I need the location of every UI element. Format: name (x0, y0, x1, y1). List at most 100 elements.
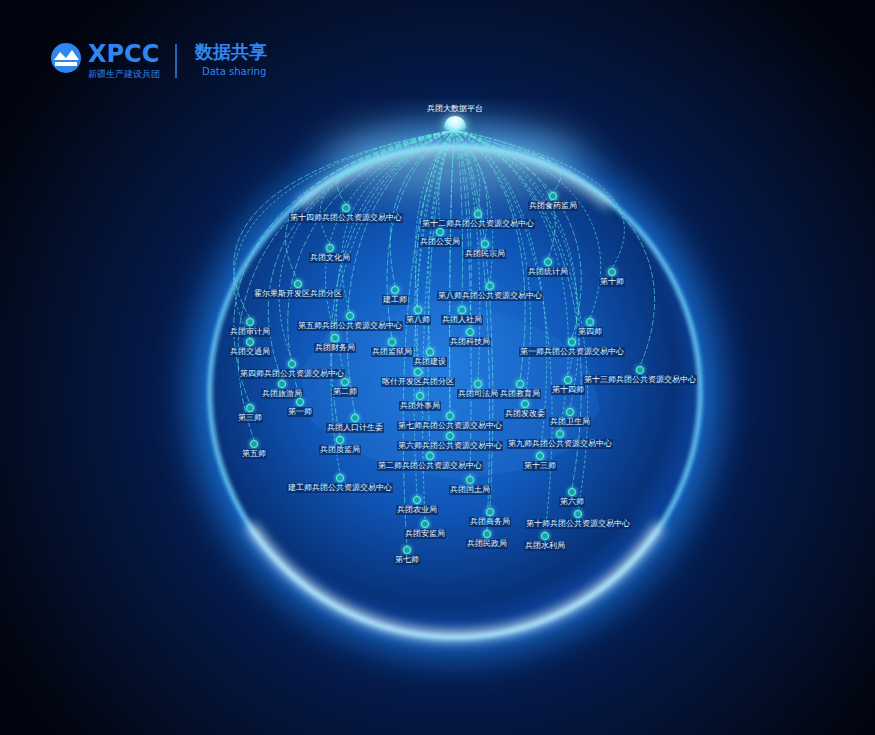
emblem-bar (55, 62, 77, 66)
unit-node: 第十三师兵团公共资源交易中心 (583, 366, 697, 385)
node-dot (414, 368, 422, 376)
node-dot (566, 408, 574, 416)
node-dot (388, 338, 396, 346)
unit-node: 兵团商务局 (469, 508, 511, 527)
unit-node: 第十师 (599, 268, 625, 287)
unit-node: 兵团文化局 (309, 244, 351, 263)
node-label: 第十师兵团公共资源交易中心 (525, 519, 631, 529)
unit-node: 兵团统计局 (527, 258, 569, 277)
data-link (455, 130, 581, 488)
node-dot (516, 380, 524, 388)
unit-node: 兵团发改委 (504, 400, 546, 419)
node-dot (586, 318, 594, 326)
node-dot (421, 520, 429, 528)
outer-glow (193, 130, 717, 654)
data-link (455, 130, 463, 306)
data-link (234, 130, 455, 404)
node-dot (544, 258, 552, 266)
node-label: 兵团外事局 (399, 401, 441, 411)
data-link (347, 130, 455, 414)
node-label: 兵团审计局 (229, 327, 271, 337)
node-label: 兵团监狱局 (371, 347, 413, 357)
node-dot (346, 312, 354, 320)
node-dot (414, 306, 422, 314)
node-label: 霍尔果斯开发区兵团分区 (253, 289, 343, 299)
node-dot (446, 432, 454, 440)
logo-text: 新疆生产建设兵团 (88, 68, 160, 81)
unit-node: 兵团水利局 (524, 532, 566, 551)
node-label: 第六师 (559, 497, 585, 507)
node-dot (336, 436, 344, 444)
node-dot (486, 282, 494, 290)
node-dot (486, 508, 494, 516)
unit-node: 兵团建设 (413, 348, 447, 367)
node-label: 第一师兵团公共资源交易中心 (519, 347, 625, 357)
unit-node: 兵团科技局 (449, 328, 491, 347)
data-link (455, 130, 581, 338)
unit-node: 第八师 (405, 306, 431, 325)
node-label: 兵团科技局 (449, 337, 491, 347)
node-label: 兵团发改委 (504, 409, 546, 419)
unit-node: 兵团安监局 (404, 520, 446, 539)
node-label: 第七师兵团公共资源交易中心 (397, 421, 503, 431)
unit-node: 第七师兵团公共资源交易中心 (397, 412, 503, 431)
node-dot (342, 204, 350, 212)
node-dot (436, 228, 444, 236)
page-title: 数据共享 (195, 40, 267, 64)
node-label: 兵团食药监局 (528, 201, 578, 211)
data-link (455, 130, 493, 282)
node-label: 第二师 (332, 387, 358, 397)
node-dot (246, 404, 254, 412)
unit-node: 第四师兵团公共资源交易中心 (239, 360, 345, 379)
node-label: 兵团公安局 (419, 237, 461, 247)
unit-node: 兵团司法局 (457, 380, 499, 399)
unit-node: 第十师兵团公共资源交易中心 (525, 510, 631, 529)
node-label: 第十三师兵团公共资源交易中心 (583, 375, 697, 385)
unit-node: 兵团财务局 (314, 334, 356, 353)
unit-node: 第九师兵团公共资源交易中心 (507, 430, 613, 449)
unit-node: 兵团民政局 (466, 530, 508, 549)
unit-node: 兵团农业局 (396, 496, 438, 515)
data-link (403, 130, 455, 546)
node-dot (246, 318, 254, 326)
node-label: 兵团交通局 (229, 347, 271, 357)
node-dot (568, 338, 576, 346)
unit-node: 兵团交通局 (229, 338, 271, 357)
node-dot (426, 348, 434, 356)
node-dot (608, 268, 616, 276)
unit-node: 建工师兵团公共资源交易中心 (287, 474, 393, 493)
data-link (387, 130, 455, 338)
unit-node: 喀什开发区兵团分区 (381, 368, 455, 387)
platform-icon (444, 116, 466, 130)
node-dot (403, 546, 411, 554)
node-label: 兵团人口计生委 (326, 423, 384, 433)
node-label: 兵团农业局 (396, 505, 438, 515)
node-dot (246, 338, 254, 346)
node-label: 第一师 (287, 407, 313, 417)
unit-node: 第十四师兵团公共资源交易中心 (289, 204, 403, 223)
node-dot (296, 398, 304, 406)
node-dot (391, 286, 399, 294)
unit-node: 第二师 (332, 378, 358, 397)
node-label: 兵团民宗局 (464, 249, 506, 259)
node-dot (481, 240, 489, 248)
unit-node: 第一师 (287, 398, 313, 417)
node-dot (541, 532, 549, 540)
unit-node: 兵团人口计生委 (326, 414, 384, 433)
node-dot (446, 412, 454, 420)
node-label: 第五师 (241, 449, 267, 459)
data-link (455, 130, 552, 532)
node-dot (536, 452, 544, 460)
node-label: 第三师 (237, 413, 263, 423)
unit-node: 第五师 (241, 440, 267, 459)
data-link (268, 130, 455, 380)
unit-node: 第二师兵团公共资源交易中心 (377, 452, 483, 471)
node-label: 第八师兵团公共资源交易中心 (437, 291, 543, 301)
logo-text: XPCC (88, 40, 159, 68)
node-label: 兵团旅游局 (261, 389, 303, 399)
node-dot (466, 476, 474, 484)
node-dot (336, 474, 344, 482)
logo-divider (175, 44, 177, 78)
node-label: 第五师兵团公共资源交易中心 (297, 321, 403, 331)
